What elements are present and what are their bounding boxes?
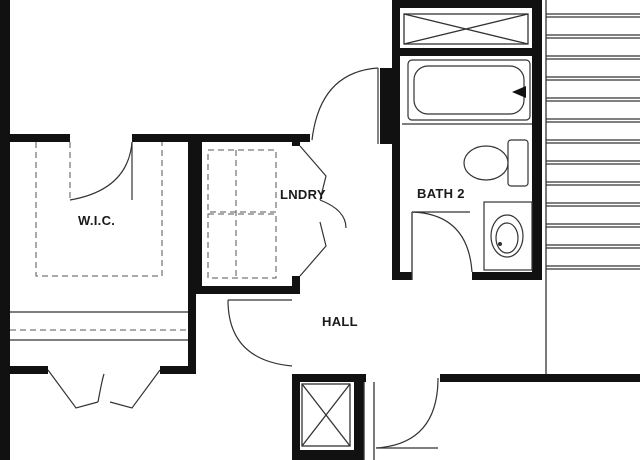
lower-closet-bottom-wall-right [160,366,196,374]
left-exterior-wall [0,0,10,460]
lower-linen-left-wall [292,374,300,460]
lower-linen-top-wall [292,374,366,382]
bath-right-wall [532,0,542,280]
laundry-bottom-wall [188,286,300,294]
linen-closet-bottom [301,383,351,447]
dryer [207,213,277,279]
bathtub [407,59,531,121]
tub-drain-icon [512,86,526,98]
laundry-bifold-bottom [299,221,327,277]
washer [207,149,277,213]
staircase [545,0,640,280]
bath-left-wall [392,0,400,280]
bath-bottom-wall-right [472,272,542,280]
vanity [483,201,533,271]
wic-shelf [35,142,163,277]
closet-bifold-left [47,369,99,409]
wic-right-wall [188,134,196,294]
lower-linen-right-wall [354,374,364,460]
laundry-left-wall [196,134,202,294]
wic-top-wall-left [0,134,70,142]
lower-closet-bottom-wall-left [0,366,48,374]
room-label-bath2: BATH 2 [417,186,465,201]
room-label-wic: W.I.C. [78,213,116,228]
dashed-shelves [10,142,277,331]
linen-bottom-wall [392,48,542,56]
laundry-right-jamb-top [292,134,300,146]
linen-closet-top [403,13,529,45]
doors [47,67,473,449]
bath-door-jamb-top [380,68,392,144]
bath-bottom-wall-left [392,272,412,280]
closet-bifold-right [109,369,161,409]
lower-closet-right-wall [188,294,196,374]
laundry-bifold-top [299,145,327,201]
linen-top-wall [392,0,542,8]
room-label-hall: HALL [322,314,358,329]
hall-right-wall [440,374,640,382]
laundry-right-jamb-bottom [292,276,300,294]
toilet [463,139,529,187]
lower-linen-bottom-wall [292,450,364,460]
thin-lines [10,123,547,460]
wic-top-wall-right [132,134,310,142]
room-label-laundry: LNDRY [280,187,326,202]
